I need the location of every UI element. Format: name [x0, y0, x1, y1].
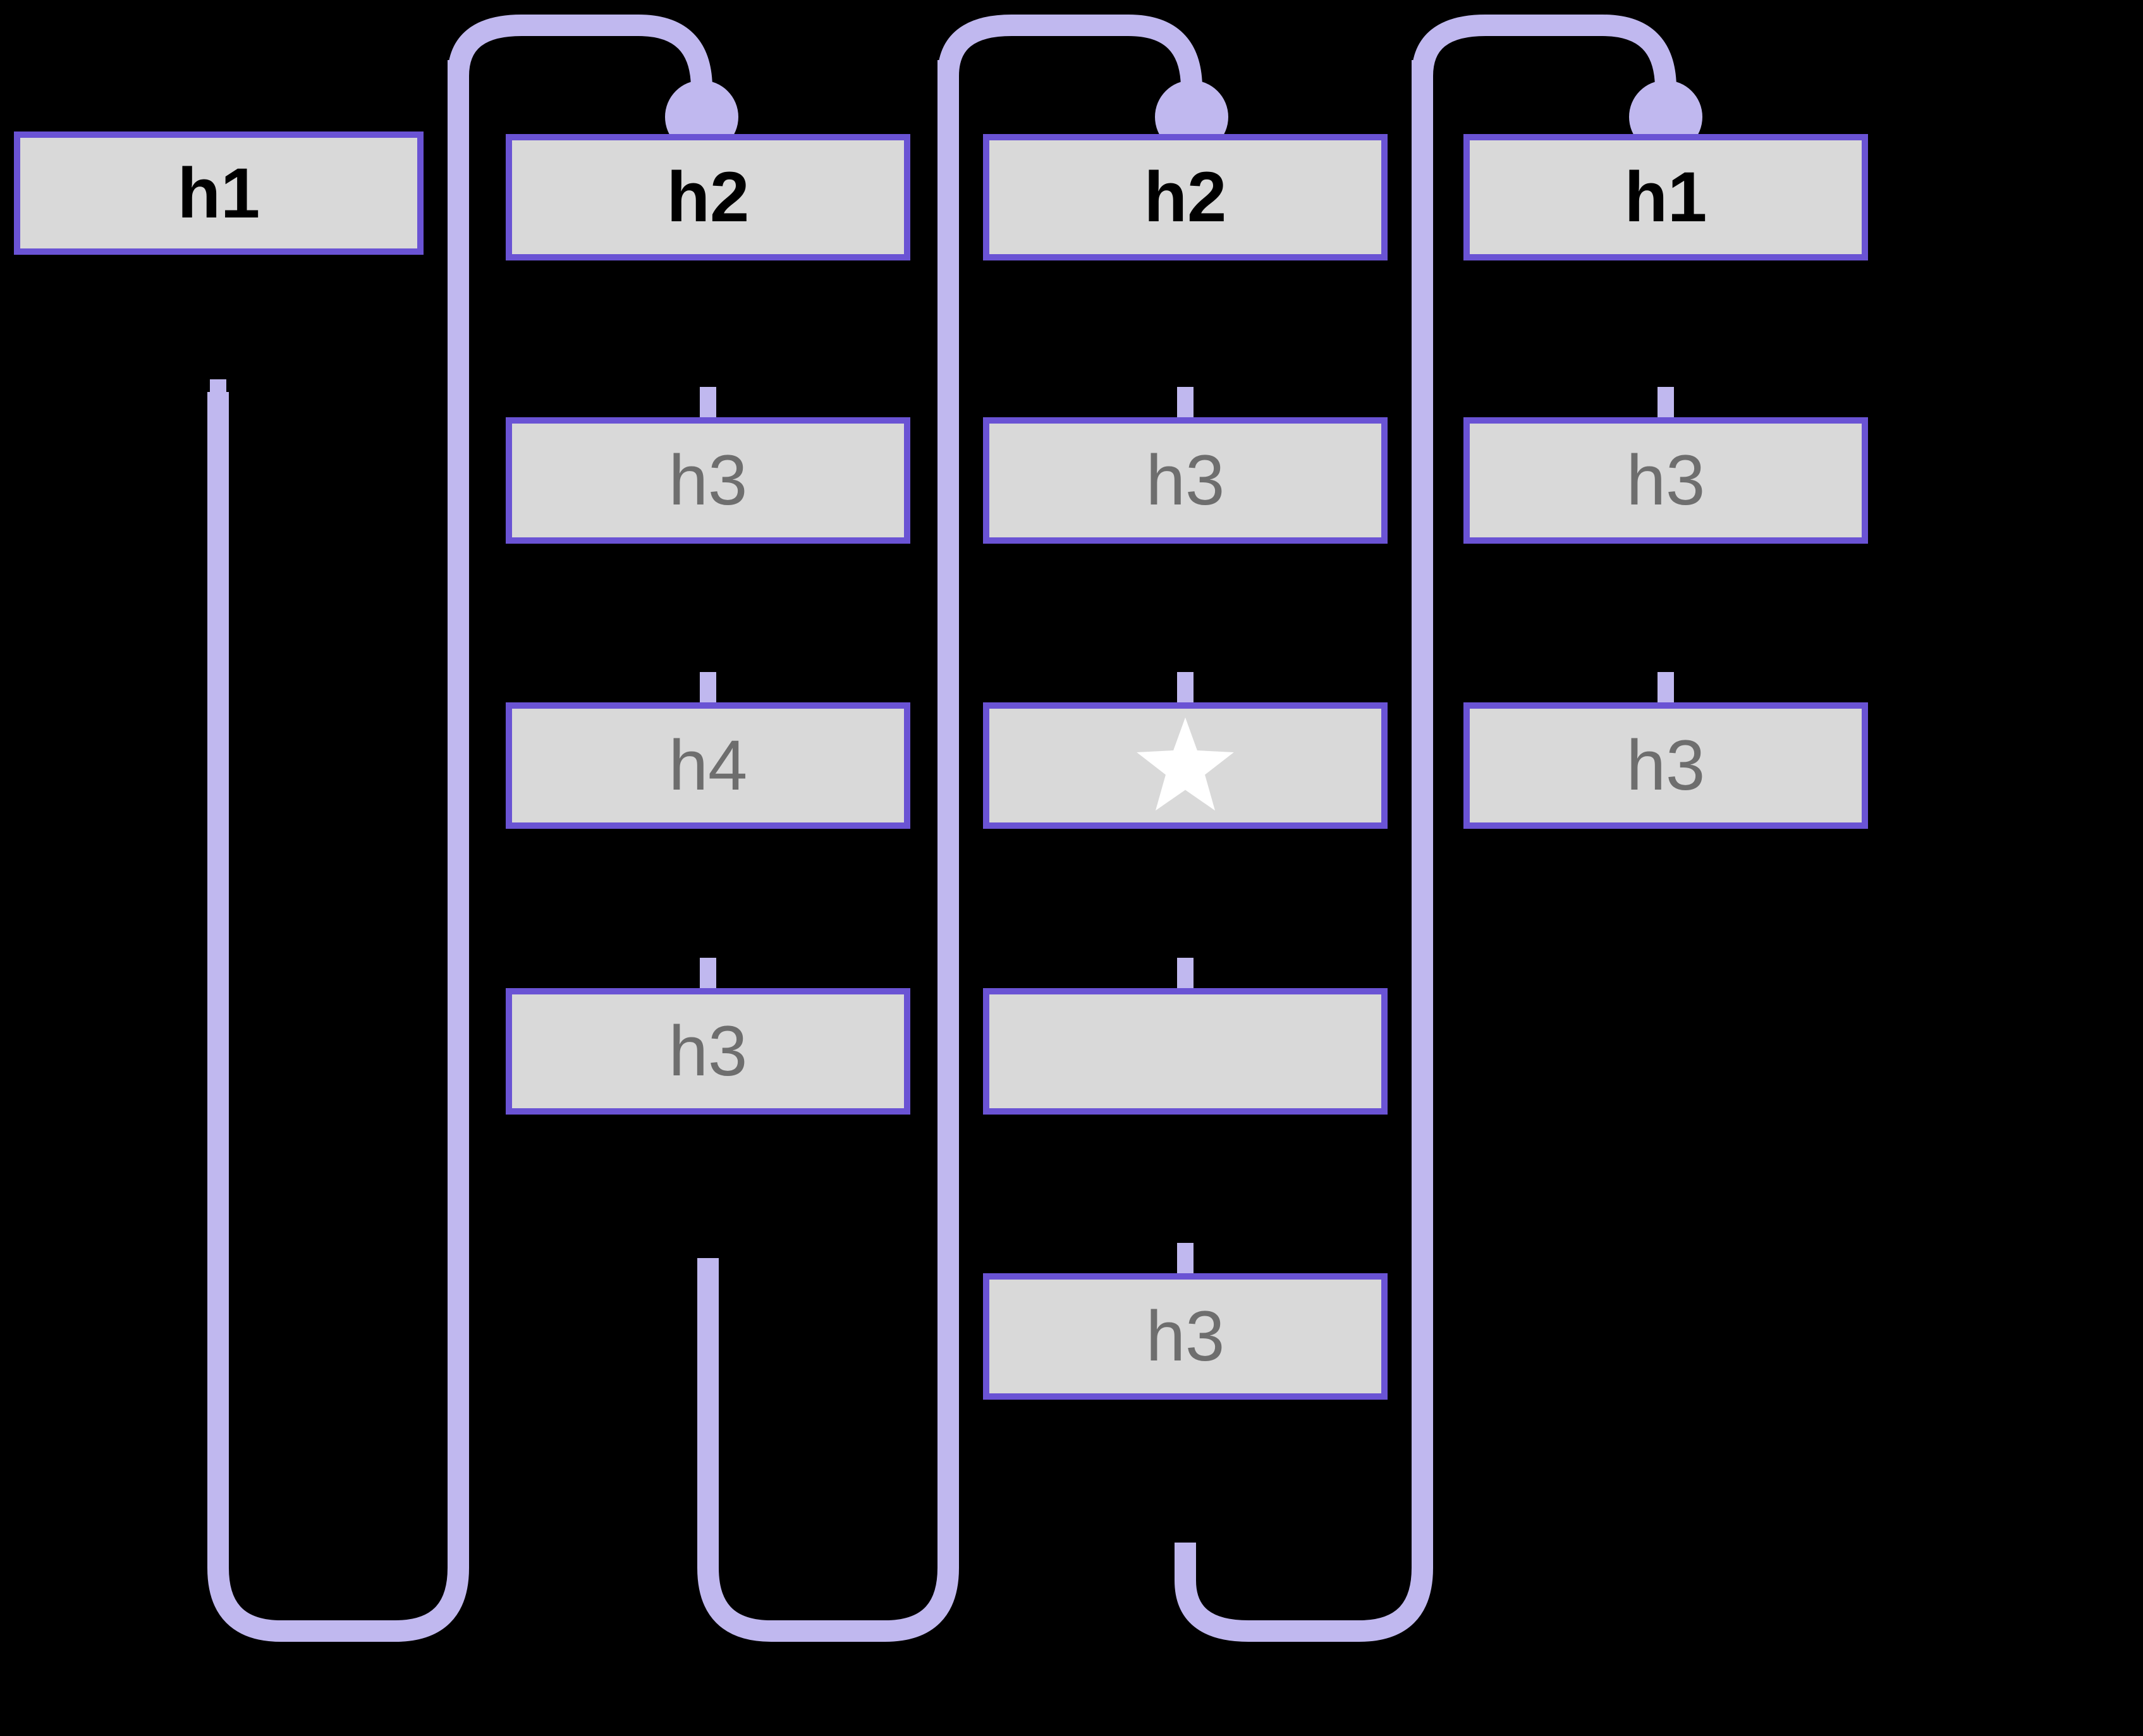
node-label: h2: [666, 157, 750, 236]
node-c4-n3[interactable]: h3: [1463, 702, 1868, 829]
node-c3-n1[interactable]: h2: [983, 134, 1388, 260]
column-2-header-arc: [448, 15, 712, 117]
node-c3-n4[interactable]: [983, 988, 1388, 1115]
node-label: h3: [1626, 441, 1706, 520]
node-c2-n3[interactable]: h4: [506, 702, 910, 829]
node-label: h3: [668, 1012, 748, 1091]
column-1-loop-wire: [207, 60, 469, 1642]
node-label: h3: [668, 441, 748, 520]
node-label: h3: [1626, 726, 1706, 805]
star-icon: [1135, 715, 1236, 816]
node-c3-n2[interactable]: h3: [983, 417, 1388, 544]
node-c4-n2[interactable]: h3: [1463, 417, 1868, 544]
node-label: h1: [1624, 157, 1707, 236]
node-c4-n1[interactable]: h1: [1463, 134, 1868, 260]
node-label: h2: [1144, 157, 1227, 236]
node-label: h3: [1145, 441, 1225, 520]
node-label: h4: [668, 726, 748, 805]
node-c2-n1[interactable]: h2: [506, 134, 910, 260]
column-4-header-arc: [1412, 15, 1676, 117]
column-3-header-arc: [937, 15, 1202, 117]
node-c2-n4[interactable]: h3: [506, 988, 910, 1115]
node-c1-n1[interactable]: h1: [14, 131, 424, 255]
node-c3-n5[interactable]: h3: [983, 1273, 1388, 1400]
column-2-loop-wire: [697, 60, 959, 1642]
node-label: h3: [1145, 1297, 1225, 1376]
node-c2-n2[interactable]: h3: [506, 417, 910, 544]
node-label: h1: [177, 153, 260, 233]
node-c3-n3[interactable]: [983, 702, 1388, 829]
